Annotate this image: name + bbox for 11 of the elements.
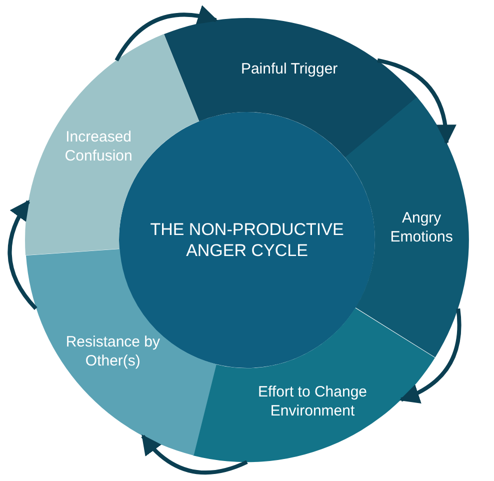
cycle-arrow xyxy=(8,200,38,310)
cycle-arrow xyxy=(377,58,456,145)
segment-label: Effort to Change Environment xyxy=(257,384,368,421)
cycle-title: THE NON-PRODUCTIVE ANGER CYCLE xyxy=(149,218,345,262)
cycle-arrow xyxy=(399,308,462,403)
segment-label: Angry Emotions xyxy=(389,209,454,247)
cycle-arrow xyxy=(114,6,218,62)
segment-label: Resistance by Other(s) xyxy=(64,334,162,372)
segment-label: Increased Confusion xyxy=(64,128,134,166)
cycle-arrow xyxy=(141,434,248,475)
segment-label: Painful Trigger xyxy=(240,60,339,80)
